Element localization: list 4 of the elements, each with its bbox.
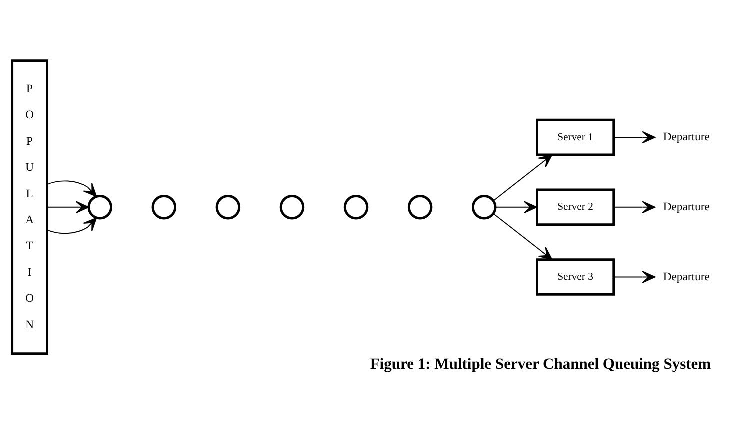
node-text: Departure	[663, 200, 710, 214]
node-text: Departure	[663, 130, 710, 144]
node-text: Departure	[663, 270, 710, 284]
caption: Figure 1: Multiple Server Channel Queuing System	[370, 356, 712, 374]
